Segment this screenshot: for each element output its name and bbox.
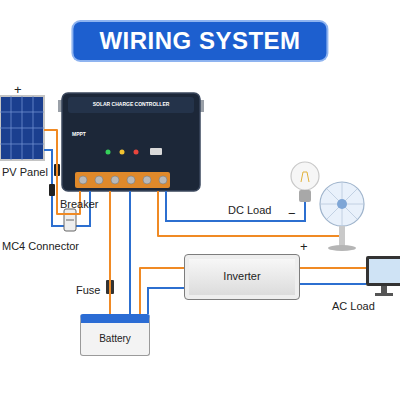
- breaker-symbol: [64, 209, 76, 231]
- inverter-box: Inverter: [184, 254, 300, 300]
- label-anchor: +: [14, 80, 22, 98]
- label-anchor: −: [288, 204, 296, 222]
- label-anchor: Fuse: [76, 280, 100, 298]
- monitor-icon: [366, 256, 400, 296]
- label-anchor: MC4 Connector: [2, 236, 79, 254]
- polarity-mark: +: [300, 239, 308, 254]
- positive-wire: [300, 267, 366, 269]
- battery: Battery: [80, 314, 150, 356]
- charge-controller-text: MPPT: [72, 131, 200, 137]
- mc4-connector-symbol: [49, 164, 60, 196]
- ac-load-text: AC Load: [332, 300, 400, 313]
- fuse-label: Fuse: [76, 284, 100, 296]
- ac-load: AC Load: [366, 256, 400, 294]
- negative-wires: [44, 150, 366, 314]
- bulb-icon: [291, 162, 319, 202]
- pv-panel: PV Panel: [0, 96, 44, 160]
- inverter-box-text: Inverter: [223, 270, 260, 283]
- controller-art: [58, 93, 204, 191]
- label-anchor: +: [300, 237, 308, 255]
- fan-icon: [320, 182, 364, 251]
- load-lead: [280, 235, 339, 237]
- dc-load: DC Load: [280, 156, 368, 252]
- positive-wire: [109, 191, 111, 314]
- positive-wire: [140, 268, 184, 314]
- breaker-label: Breaker: [60, 198, 99, 210]
- polarity-mark: −: [288, 206, 296, 221]
- dc-load-text: DC Load: [228, 204, 368, 217]
- charge-controller: SOLAR CHARGE CONTROLLER MPPT: [62, 93, 200, 191]
- label-anchor: Breaker: [60, 194, 99, 212]
- pv-panel-art: [0, 96, 44, 160]
- polarity-mark: +: [14, 82, 22, 97]
- battery-text: Battery: [99, 333, 131, 345]
- pv-panel-text: PV Panel: [2, 166, 44, 179]
- title-banner: WIRING SYSTEM: [73, 22, 326, 60]
- connector-label: MC4 Connector: [2, 240, 79, 252]
- title-text: WIRING SYSTEM: [99, 27, 300, 54]
- charge-controller-text: SOLAR CHARGE CONTROLLER: [62, 101, 200, 107]
